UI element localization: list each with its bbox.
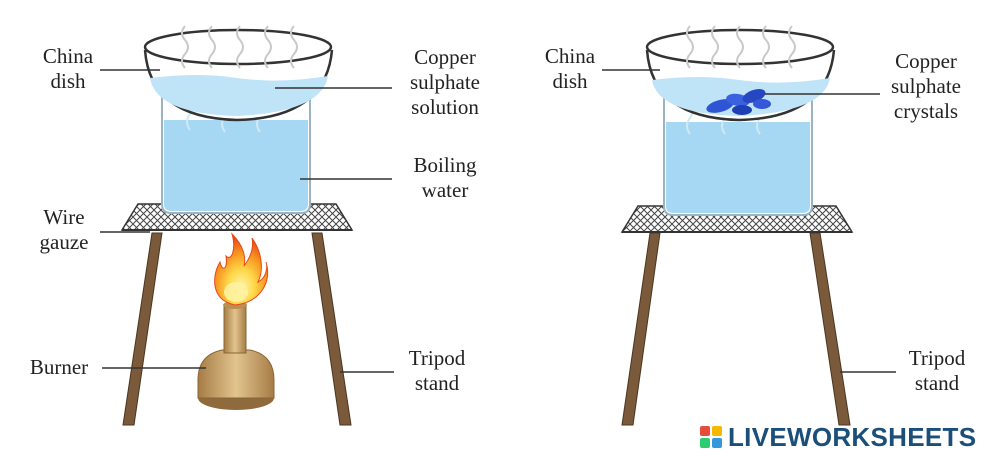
label-china-dish-right: China dish xyxy=(544,44,596,93)
left-leader-lines xyxy=(100,69,394,373)
label-china-dish-left: China dish xyxy=(42,44,94,93)
liveworksheets-watermark: LIVEWORKSHEETS xyxy=(700,421,976,453)
right-leader-lines xyxy=(602,69,896,373)
label-tripod-stand-left: Tripod stand xyxy=(408,346,466,395)
right-beaker xyxy=(663,90,813,216)
watermark-text: LIVEWORKSHEETS xyxy=(728,421,977,452)
left-apparatus xyxy=(100,25,394,426)
left-burner xyxy=(197,301,275,410)
left-beaker xyxy=(161,86,311,214)
label-copper-sulphate-solution: Copper sulphate solution xyxy=(410,45,480,119)
liveworksheets-logo-icon xyxy=(700,426,722,448)
label-boiling-water: Boiling water xyxy=(413,153,477,202)
label-tripod-stand-right: Tripod stand xyxy=(908,346,966,395)
right-apparatus xyxy=(602,25,896,426)
left-copper-sulphate-solution xyxy=(150,75,328,116)
label-burner: Burner xyxy=(29,355,89,379)
left-china-dish xyxy=(143,25,334,122)
left-boiling-water xyxy=(164,120,308,211)
right-tripod-stand xyxy=(621,232,851,426)
label-wire-gauze: Wire gauze xyxy=(39,205,89,254)
right-copper-sulphate-crystals xyxy=(706,89,771,115)
right-china-dish xyxy=(645,25,836,122)
right-water xyxy=(666,122,810,213)
label-copper-sulphate-crystals: Copper sulphate crystals xyxy=(891,49,961,123)
left-flame xyxy=(214,232,269,306)
left-tripod-stand xyxy=(122,232,352,426)
